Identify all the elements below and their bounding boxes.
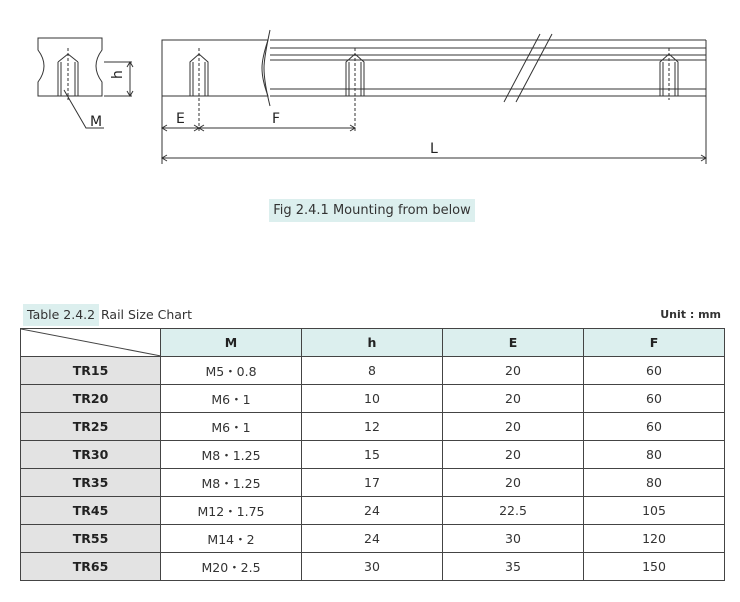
- cell-e: 35: [442, 552, 584, 581]
- side-bolt-hole-3: [659, 48, 679, 100]
- cell-e: 20: [442, 468, 584, 497]
- cell-h: 30: [301, 552, 443, 581]
- figure-caption: Fig 2.4.1 Mounting from below: [269, 199, 475, 222]
- cell-f: 80: [583, 440, 725, 469]
- table-row: TR55 M14・2 24 30 120: [20, 524, 725, 553]
- cell-h: 17: [301, 468, 443, 497]
- cell-m: M14・2: [160, 524, 302, 553]
- rail-size-table: M h E F TR15 M5・0.8 8 20 60 TR20 M6・1 10…: [20, 328, 725, 581]
- cell-m: M5・0.8: [160, 356, 302, 385]
- row-model: TR45: [20, 496, 161, 525]
- cell-e: 20: [442, 412, 584, 441]
- cell-f: 60: [583, 412, 725, 441]
- diagonal-divider: [21, 329, 161, 356]
- rail-cross-section: [37, 37, 103, 97]
- table-corner-cell: [20, 328, 161, 357]
- cell-h: 10: [301, 384, 443, 413]
- rail-side-view: [161, 29, 707, 107]
- cell-e: 20: [442, 356, 584, 385]
- cell-f: 80: [583, 468, 725, 497]
- table-row: TR20 M6・1 10 20 60: [20, 384, 725, 413]
- table-number: Table 2.4.2: [23, 304, 100, 326]
- cell-m: M6・1: [160, 412, 302, 441]
- table-row: TR35 M8・1.25 17 20 80: [20, 468, 725, 497]
- cell-f: 105: [583, 496, 725, 525]
- cell-m: M20・2.5: [160, 552, 302, 581]
- cell-h: 24: [301, 496, 443, 525]
- cell-e: 30: [442, 524, 584, 553]
- table-header-row: M h E F: [20, 328, 725, 357]
- cell-m: M8・1.25: [160, 440, 302, 469]
- cell-e: 20: [442, 384, 584, 413]
- cell-f: 120: [583, 524, 725, 553]
- table-row: TR25 M6・1 12 20 60: [20, 412, 725, 441]
- cell-h: 8: [301, 356, 443, 385]
- cell-e: 20: [442, 440, 584, 469]
- column-header-h: h: [301, 328, 443, 357]
- e-label: E: [176, 111, 185, 127]
- row-model: TR35: [20, 468, 161, 497]
- cell-f: 60: [583, 356, 725, 385]
- cell-m: M12・1.75: [160, 496, 302, 525]
- column-header-f: F: [583, 328, 725, 357]
- column-header-m: M: [160, 328, 302, 357]
- table-row: TR45 M12・1.75 24 22.5 105: [20, 496, 725, 525]
- table-title: Rail Size Chart: [101, 307, 192, 322]
- table-row: TR30 M8・1.25 15 20 80: [20, 440, 725, 469]
- table-row: TR15 M5・0.8 8 20 60: [20, 356, 725, 385]
- table-row: TR65 M20・2.5 30 35 150: [20, 552, 725, 581]
- m-leader: [63, 89, 104, 129]
- row-model: TR25: [20, 412, 161, 441]
- e-f-dimensions: [161, 96, 356, 164]
- l-label: L: [430, 141, 438, 157]
- row-model: TR15: [20, 356, 161, 385]
- cross-section-bolt-hole: [57, 48, 79, 100]
- cell-e: 22.5: [442, 496, 584, 525]
- cell-h: 15: [301, 440, 443, 469]
- table-heading: Table 2.4.2 Rail Size Chart Unit : mm: [20, 304, 723, 326]
- row-model: TR65: [20, 552, 161, 581]
- row-model: TR30: [20, 440, 161, 469]
- cell-m: M6・1: [160, 384, 302, 413]
- cell-h: 24: [301, 524, 443, 553]
- column-header-e: E: [442, 328, 584, 357]
- side-bolt-hole-1: [189, 48, 209, 132]
- row-model: TR20: [20, 384, 161, 413]
- f-label: F: [272, 111, 280, 127]
- cell-h: 12: [301, 412, 443, 441]
- row-model: TR55: [20, 524, 161, 553]
- unit-label: Unit : mm: [660, 308, 721, 321]
- l-dimension: [161, 96, 707, 164]
- rail-mounting-drawing: h M E F L: [37, 29, 707, 164]
- cell-f: 150: [583, 552, 725, 581]
- cell-m: M8・1.25: [160, 468, 302, 497]
- h-dimension: [104, 61, 134, 97]
- cell-f: 60: [583, 384, 725, 413]
- h-label: h: [110, 70, 126, 79]
- side-bolt-hole-2: [345, 48, 365, 132]
- m-label: M: [90, 114, 102, 130]
